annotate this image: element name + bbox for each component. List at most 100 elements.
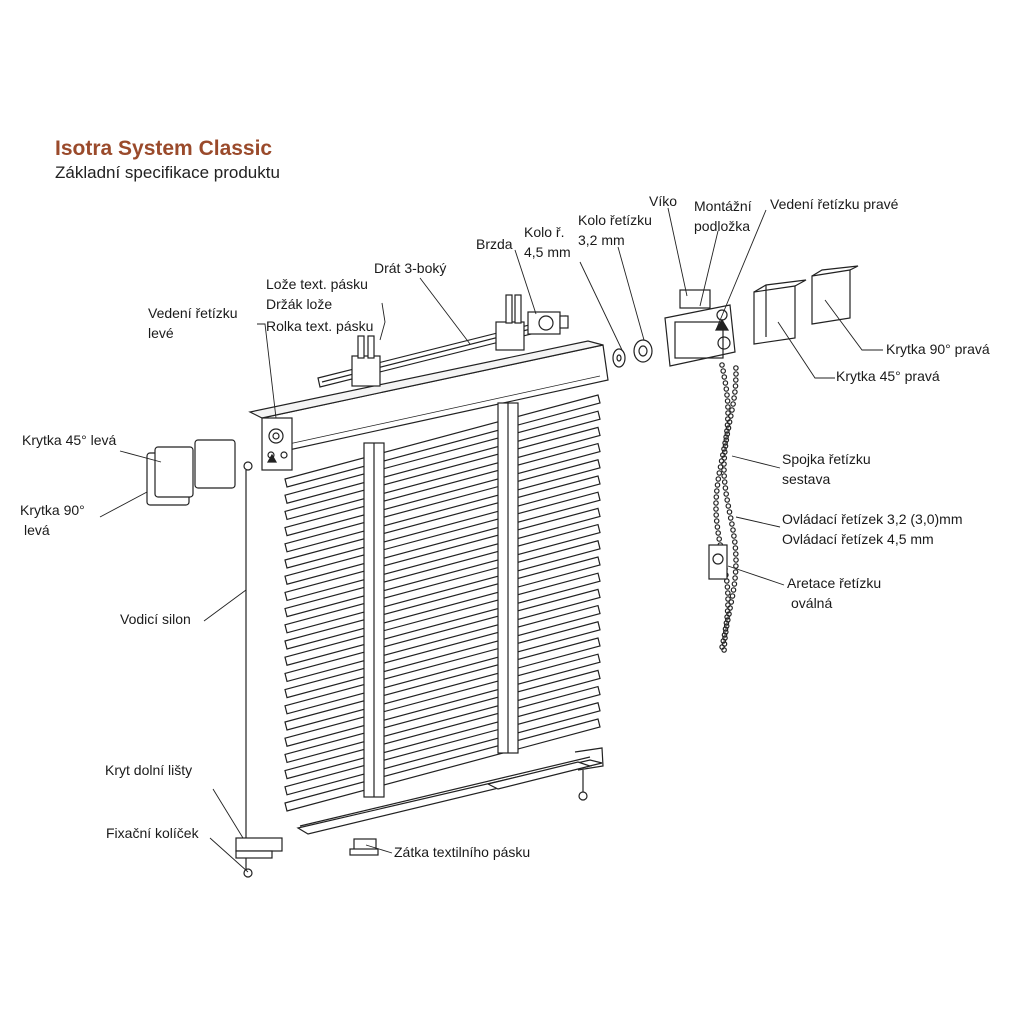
chain-bead: [723, 491, 730, 497]
chain-bead: [721, 446, 727, 452]
ladder-tapes: [363, 402, 519, 798]
chain-tensioner: [708, 544, 728, 580]
label-brzda: Brzda: [476, 236, 513, 252]
chain-bead: [723, 437, 730, 443]
chain-bead: [732, 545, 739, 551]
chain-wheels: [612, 339, 653, 368]
chain-bead: [713, 500, 719, 506]
chain-guide-left: [261, 417, 293, 471]
chain-bead: [721, 467, 727, 473]
chain-bead: [717, 464, 724, 470]
leader-lines: [99, 207, 883, 873]
chain-bead: [732, 389, 738, 395]
label-vedeni-retizku-prave: Vedení řetízku pravé: [770, 196, 899, 212]
label-fixacni-kolicek: Fixační kolíček: [106, 825, 199, 841]
chain-bead: [713, 488, 720, 494]
chain-bead: [725, 503, 732, 509]
chain-bead: [721, 479, 728, 485]
chain-bead: [721, 374, 728, 380]
label-drzak-loze: Držák lože: [266, 296, 333, 312]
label-krytka-90-leva: Krytka 90°levá: [20, 502, 85, 538]
label-drat-3-boky: Drát 3-boký: [374, 260, 447, 276]
chain-bead: [724, 617, 731, 623]
label-rolka-text-pasku: Rolka text. pásku: [266, 318, 374, 334]
chain-bead: [722, 440, 728, 446]
chain-bead: [731, 581, 738, 587]
label-kolo-r-45: Kolo ř.4,5 mm: [524, 224, 571, 260]
chain-bead: [724, 422, 731, 428]
chain-bead: [728, 599, 735, 605]
chain-bead: [724, 497, 731, 503]
chain-bead: [714, 524, 721, 530]
slats: [284, 394, 601, 812]
chain-bead: [724, 614, 730, 620]
chain-bead: [732, 575, 738, 581]
chain-bead: [724, 398, 731, 404]
chain-bead: [729, 407, 735, 413]
chain-bead: [724, 584, 731, 590]
chain-bead: [722, 485, 729, 491]
chain-bead: [724, 590, 731, 596]
chain-bead: [722, 626, 729, 632]
chain-bead: [713, 512, 720, 518]
chain-bead: [714, 482, 721, 488]
chain-bead: [713, 518, 720, 524]
chain-bead: [727, 515, 734, 521]
chain-bead: [713, 494, 720, 500]
chain-bead: [732, 383, 739, 389]
label-krytka-45-leva: Krytka 45° levá: [22, 432, 117, 448]
label-kryt-dolni-listy: Kryt dolní lišty: [105, 762, 193, 778]
chain-bead: [725, 410, 731, 416]
label-viko: Víko: [649, 193, 678, 209]
label-loze-text-pasku: Lože text. pásku: [266, 276, 368, 292]
chain-bead: [716, 536, 723, 542]
chain-bead: [724, 392, 730, 398]
chain-bead: [722, 629, 729, 635]
chain-bead: [725, 404, 731, 410]
chain-bead: [723, 620, 730, 626]
chain-bead: [713, 506, 719, 512]
page-subtitle: Základní specifikace produktu: [55, 163, 280, 182]
chain-bead: [715, 530, 722, 536]
tape-stopper: [349, 838, 379, 856]
label-krytka-90-prava: Krytka 90° pravá: [886, 341, 990, 357]
left-end-caps: [146, 439, 236, 506]
control-chain: [713, 362, 739, 653]
chain-bead: [724, 431, 731, 437]
chain-bead: [723, 434, 729, 440]
chain-bead: [721, 461, 727, 467]
chain-bead: [726, 509, 733, 515]
chain-bead: [724, 428, 730, 434]
chain-bead: [732, 377, 739, 383]
chain-bead: [733, 557, 739, 563]
chain-bead: [731, 395, 737, 401]
chain-bead: [730, 587, 737, 593]
chain-bead: [733, 365, 739, 371]
gearbox: [664, 289, 736, 367]
guide-nylon: [243, 461, 253, 878]
chain-bead: [723, 386, 730, 392]
bottom-rail: [296, 747, 604, 835]
tape-cradles: [351, 294, 525, 387]
chain-bead: [732, 569, 739, 575]
chain-bead: [721, 632, 728, 638]
label-zatka-textilniho-pasku: Zátka textilního pásku: [394, 844, 531, 860]
bottom-rail-cover: [235, 837, 283, 859]
chain-bead: [716, 470, 723, 476]
chain-bead: [719, 362, 725, 368]
chain-bead: [723, 623, 730, 629]
chain-bead: [733, 563, 739, 569]
brake: [527, 311, 569, 335]
label-vodici-silon: Vodicí silon: [120, 611, 191, 627]
chain-bead: [727, 413, 734, 419]
chain-bead: [732, 551, 739, 557]
chain-bead: [715, 476, 722, 482]
chain-bead: [724, 608, 731, 614]
chain-bead: [730, 527, 736, 533]
